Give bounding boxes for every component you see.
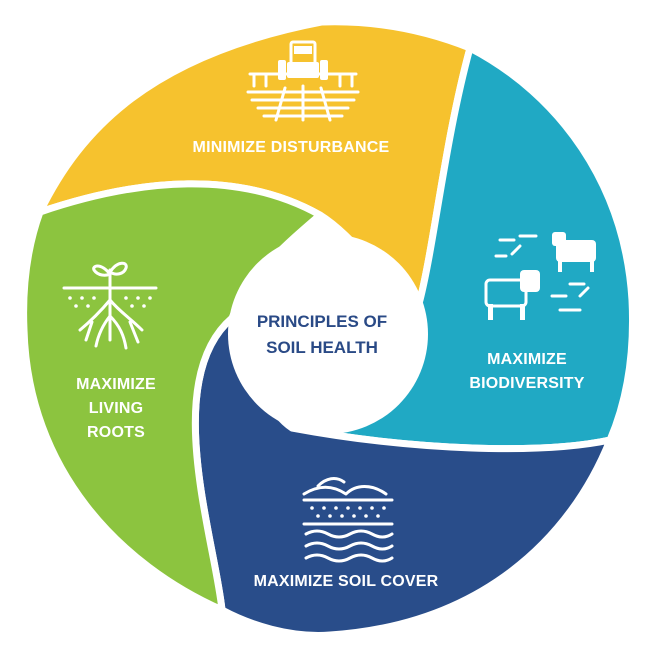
center-title-line1: PRINCIPLES OF xyxy=(257,312,387,331)
label-maximize-living-roots-line3: ROOTS xyxy=(87,424,145,441)
label-maximize-living-roots-line2: LIVING xyxy=(89,400,144,417)
center-circle xyxy=(228,234,428,434)
plant-roots-icon xyxy=(62,261,158,350)
tractor-icon xyxy=(246,40,360,122)
center-title-line2: SOIL HEALTH xyxy=(266,338,378,357)
label-maximize-biodiversity-line2: BIODIVERSITY xyxy=(469,375,584,392)
label-maximize-living-roots-line1: MAXIMIZE xyxy=(76,376,156,393)
label-minimize-disturbance: MINIMIZE DISTURBANCE xyxy=(193,139,390,156)
livestock-icon xyxy=(484,232,596,320)
label-maximize-soil-cover: MAXIMIZE SOIL COVER xyxy=(254,573,439,590)
soil-layers-icon xyxy=(302,477,394,563)
label-maximize-biodiversity-line1: MAXIMIZE xyxy=(487,351,567,368)
